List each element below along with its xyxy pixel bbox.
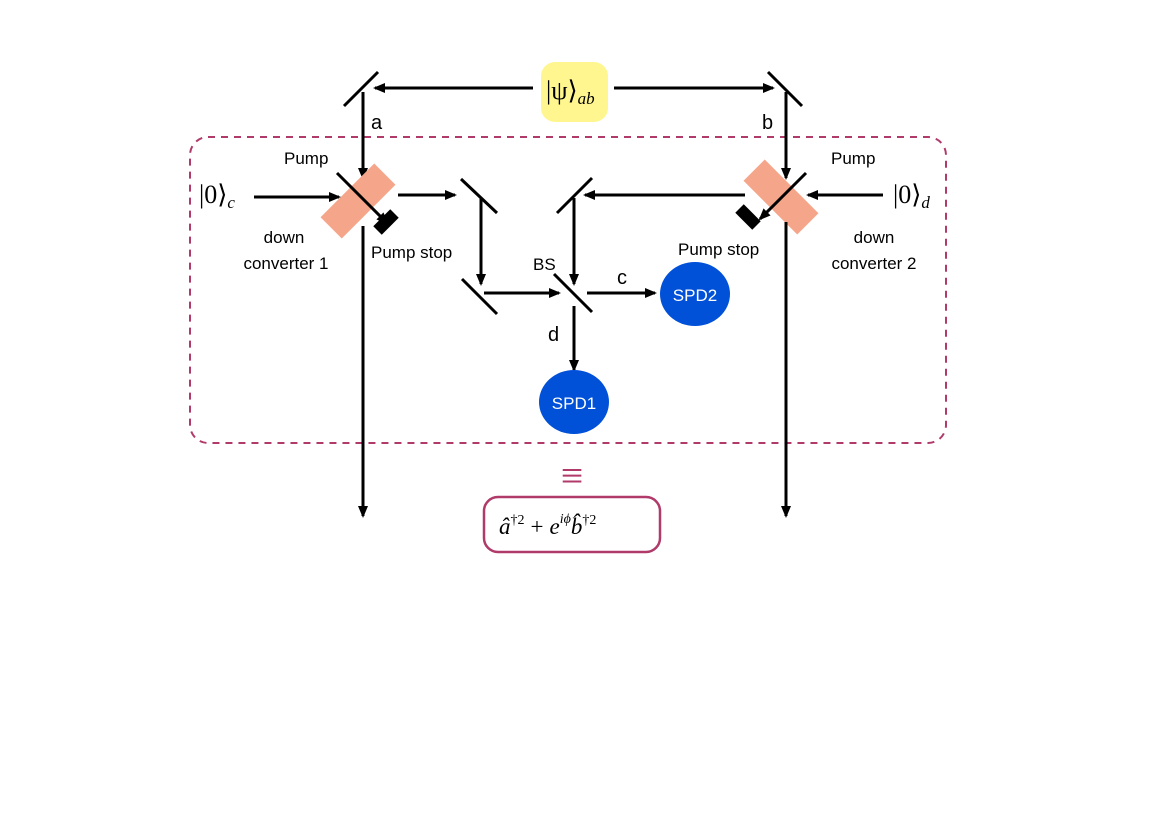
- mirror-mid-right: [555, 176, 594, 215]
- beam-splitter: [552, 272, 594, 314]
- label-path-a: a: [371, 112, 383, 134]
- label-path-b: b: [762, 112, 773, 134]
- label-dc2-line1: down: [854, 228, 895, 247]
- label-pump-stop-right: Pump stop: [678, 240, 759, 259]
- label-dc1-line1: down: [264, 228, 305, 247]
- input-state-subscript: ab: [578, 89, 595, 108]
- down-converter-1-crystal: [320, 163, 396, 239]
- label-bs: BS: [533, 255, 556, 274]
- output-state-box: [482, 495, 662, 554]
- vacuum-input-c-ket: |0⟩: [199, 180, 227, 209]
- equivalence-symbol: ≡: [561, 453, 584, 498]
- label-pump-right: Pump: [831, 149, 875, 168]
- detector-spd1-label: SPD1: [552, 394, 596, 413]
- svg-text:|ψ⟩ab: |ψ⟩ab: [546, 76, 595, 108]
- pump-stop-left: [373, 209, 399, 235]
- label-path-d: d: [548, 324, 559, 346]
- label-path-c: c: [617, 267, 627, 289]
- down-conversion-region-box: [189, 136, 947, 444]
- svg-text:|0⟩d: |0⟩d: [893, 180, 930, 212]
- pump-stop-right: [735, 204, 761, 230]
- vacuum-input-d-ket: |0⟩: [893, 180, 921, 209]
- input-state-ket: |ψ⟩: [546, 76, 578, 105]
- label-pump-left: Pump: [284, 149, 328, 168]
- output-state-expression: â†2+eiϕb̂†2: [499, 512, 596, 539]
- input-state-box: [541, 62, 608, 122]
- svg-text:|0⟩c: |0⟩c: [199, 180, 235, 212]
- mirror-top-right: [766, 70, 804, 108]
- pump-beam-right: [758, 171, 808, 221]
- detector-spd2-label: SPD2: [673, 286, 717, 305]
- pump-beam-left: [335, 171, 389, 225]
- label-dc1-line2: converter 1: [243, 254, 328, 273]
- detector-spd2: [660, 262, 730, 326]
- mirror-mid-left-upper: [459, 177, 499, 215]
- label-dc2-line2: converter 2: [831, 254, 916, 273]
- label-pump-stop-left: Pump stop: [371, 243, 452, 262]
- vacuum-input-d-subscript: d: [921, 193, 930, 212]
- vacuum-input-c-subscript: c: [227, 193, 235, 212]
- mirror-top-left: [342, 70, 380, 108]
- mirror-mid-left-lower: [460, 277, 499, 316]
- detector-spd1: [539, 370, 609, 434]
